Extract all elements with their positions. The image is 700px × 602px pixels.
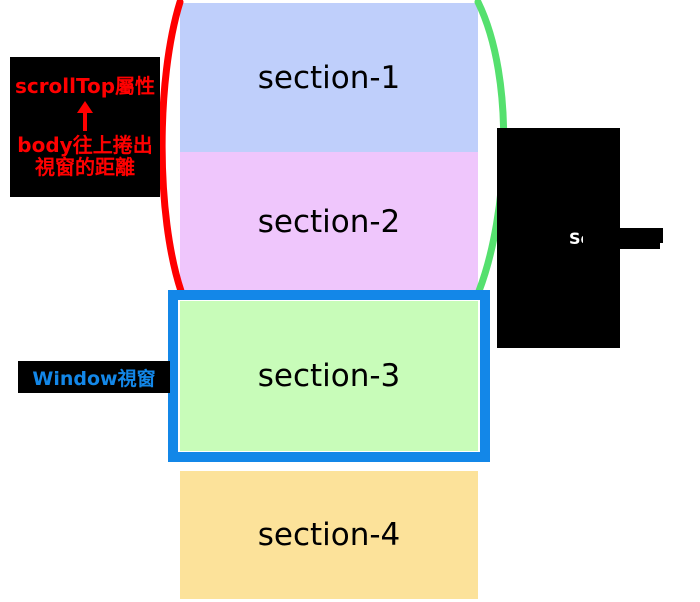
window-annotation-label: Window視窗 <box>32 367 156 390</box>
section-4-label: section-4 <box>257 517 401 553</box>
red-arc-icon <box>158 0 185 295</box>
section-1-label: section-1 <box>257 59 401 96</box>
scrolltop-line-1: scrollTop屬性 <box>14 74 156 99</box>
section-3-label: section-3 <box>257 358 401 394</box>
up-arrow-icon <box>77 100 93 131</box>
right-annotation-occluder-lower <box>578 243 620 252</box>
scrolltop-annotation-box: scrollTop屬性 body往上捲出 視窗的距離 <box>10 57 160 197</box>
scrolltop-line-2: body往上捲出 <box>17 132 153 157</box>
scrolltop-line-3: 視窗的距離 <box>35 155 135 180</box>
window-viewport-frame <box>168 290 490 462</box>
window-annotation-box: Window視窗 <box>18 361 170 393</box>
section-block-4: section-4 <box>180 471 478 599</box>
section-block-2: section-2 <box>180 152 478 292</box>
section-block-1: section-1 <box>180 3 478 152</box>
section-block-3: section-3 <box>180 301 478 451</box>
section-2-label: section-2 <box>257 204 401 240</box>
right-annotation-occluder <box>583 228 663 243</box>
